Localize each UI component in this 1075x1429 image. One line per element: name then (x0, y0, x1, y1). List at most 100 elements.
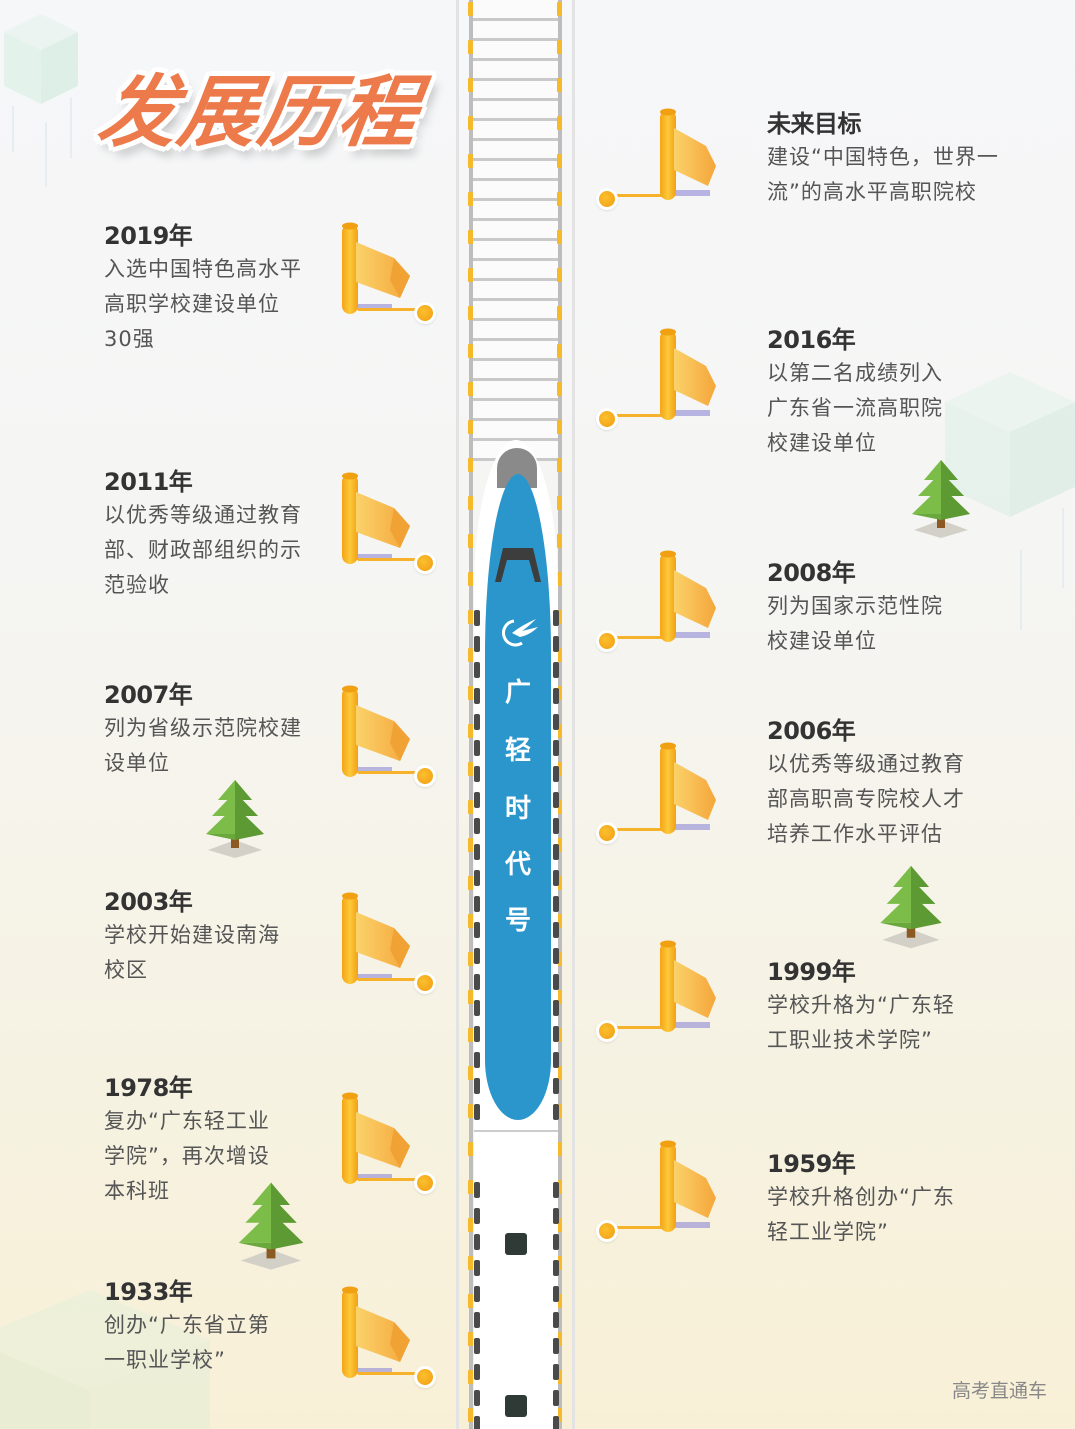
entry-description: 学校升格创办“广东 轻工业学院” (767, 1185, 955, 1244)
rail-marker (557, 344, 562, 358)
flag-icon (616, 740, 716, 840)
train-side-window (553, 1312, 559, 1328)
rail-marker (468, 1028, 473, 1042)
train-side-window (474, 896, 480, 912)
rail-marker (557, 192, 562, 206)
rail-marker (468, 838, 473, 852)
train-side-window (474, 1390, 480, 1406)
rail-marker (468, 268, 473, 282)
rail-marker (557, 78, 562, 92)
future-goal-entry: 未来目标 建设“中国特色，世界一 流”的高水平高职院校 (767, 108, 1072, 210)
rail-marker (557, 1332, 562, 1346)
entry-year: 2016年 (767, 326, 856, 354)
train-side-window (553, 610, 559, 626)
train-side-window (474, 740, 480, 756)
rail-marker (468, 724, 473, 738)
entry-description: 列为国家示范性院 校建设单位 (767, 594, 943, 653)
rail-marker (468, 572, 473, 586)
rail-marker (557, 648, 562, 662)
track-bed (473, 0, 558, 460)
rail-marker (468, 1294, 473, 1308)
train-side-window (553, 740, 559, 756)
flag-icon (342, 470, 442, 570)
rail-tie (473, 358, 558, 361)
rail-marker (557, 40, 562, 54)
rail-tie (473, 398, 558, 401)
rail-marker (557, 230, 562, 244)
train-side-window (553, 922, 559, 938)
rail-tie (473, 418, 558, 421)
timeline-dot (414, 1366, 436, 1388)
entry-year: 1959年 (767, 1150, 856, 1178)
train-side-window (474, 1000, 480, 1016)
timeline-entry: 1978年 复办“广东轻工业 学院”，再次增设 本科班 (104, 1072, 334, 1209)
train-side-window (474, 688, 480, 704)
train-side-window (553, 1208, 559, 1224)
timeline-dot (596, 1220, 618, 1242)
rail-marker (468, 1256, 473, 1270)
rail-marker (468, 458, 473, 472)
timeline-entry: 1999年 学校升格为“广东轻 工职业技术学院” (767, 956, 1072, 1058)
rail-tie (473, 18, 558, 21)
entry-description: 以优秀等级通过教育 部高职高专院校人才 培养工作水平评估 (767, 752, 965, 846)
train-side-window (474, 974, 480, 990)
entry-description: 学校开始建设南海 校区 (104, 923, 280, 982)
flag-icon (342, 1284, 442, 1384)
train-side-window (553, 1364, 559, 1380)
rail-marker (468, 1218, 473, 1232)
rail-marker (468, 648, 473, 662)
train-label-char: 广 (504, 678, 531, 708)
train-label-char: 时 (504, 794, 531, 824)
train-label-char: 轻 (504, 736, 531, 766)
entry-year: 2007年 (104, 681, 193, 709)
cube-decoration-bottom-left (0, 1290, 210, 1429)
train-side-window (553, 1182, 559, 1198)
rail-marker (468, 1408, 473, 1422)
train-side-window (474, 922, 480, 938)
rail-marker (557, 1256, 562, 1270)
entry-description: 以第二名成绩列入 广东省一流高职院 校建设单位 (767, 361, 943, 455)
train-side-window (474, 714, 480, 730)
train-rear-car (474, 1130, 558, 1429)
rail-marker (557, 1180, 562, 1194)
rail-marker (468, 382, 473, 396)
entry-description: 创办“广东省立第 一职业学校” (104, 1313, 270, 1372)
rail-marker (557, 838, 562, 852)
rail-marker (557, 686, 562, 700)
rail-tie (473, 138, 558, 141)
train-side-window (474, 1104, 480, 1120)
timeline-dot (596, 1020, 618, 1042)
train-side-window (474, 1234, 480, 1250)
rail-marker (557, 1294, 562, 1308)
train-side-window (553, 870, 559, 886)
rail-marker (468, 952, 473, 966)
timeline-dot (414, 552, 436, 574)
train-side-window (553, 1104, 559, 1120)
rail-tie (473, 178, 558, 181)
tree-icon (874, 862, 948, 950)
train-side-window (553, 896, 559, 912)
rail-marker (557, 1218, 562, 1232)
rail-marker (468, 154, 473, 168)
rail-marker (468, 192, 473, 206)
rail-marker (468, 1332, 473, 1346)
train-side-window (474, 662, 480, 678)
page-title: 发展历程 (92, 68, 426, 158)
train-rear-window (505, 1233, 527, 1255)
bird-logo-icon (500, 615, 540, 649)
train-side-window (553, 792, 559, 808)
train-label-char: 号 (504, 906, 531, 936)
rail-marker (557, 876, 562, 890)
timeline-dot (414, 1172, 436, 1194)
train-side-window (553, 1234, 559, 1250)
rail-marker (468, 534, 473, 548)
entry-year: 2008年 (767, 559, 856, 587)
cube-line (12, 106, 14, 152)
rail-tie (473, 438, 558, 441)
rail-tie (473, 98, 558, 101)
rail-marker (557, 762, 562, 776)
rail-marker (468, 306, 473, 320)
timeline-entry: 2007年 列为省级示范院校建 设单位 (104, 679, 334, 781)
train-side-window (474, 1182, 480, 1198)
rail-marker (557, 458, 562, 472)
